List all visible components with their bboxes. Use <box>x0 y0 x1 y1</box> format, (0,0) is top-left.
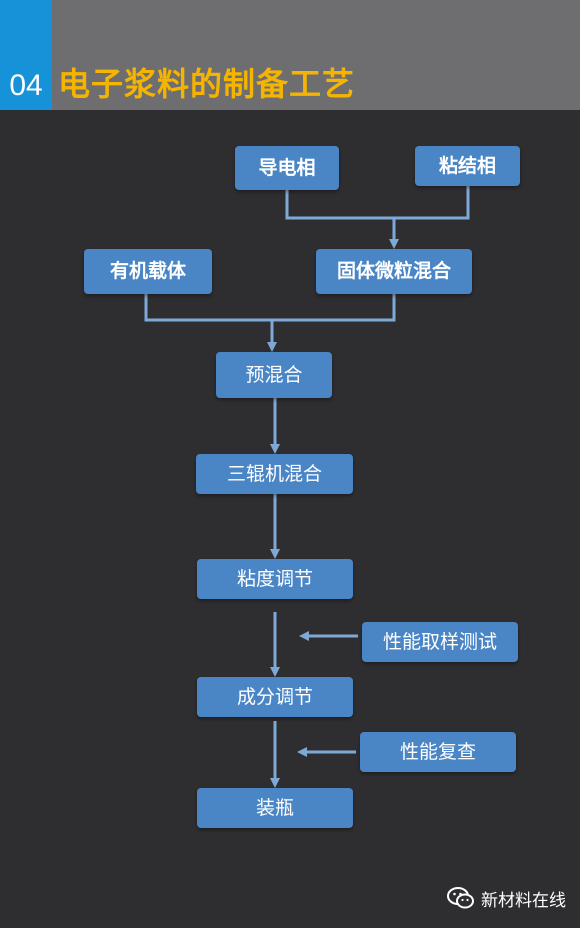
section-number: 04 <box>9 69 43 102</box>
node-performance-sampling: 性能取样测试 <box>362 622 518 662</box>
connector-top-merge <box>285 186 470 220</box>
node-solid-particle-mixing: 固体微粒混合 <box>316 249 472 294</box>
node-organic-carrier: 有机载体 <box>84 249 212 294</box>
node-composition-adjust: 成分调节 <box>197 677 353 717</box>
connector-mid-merge <box>144 294 396 322</box>
wechat-icon <box>447 887 474 909</box>
node-binder-phase: 粘结相 <box>415 146 520 186</box>
node-three-roll-mixing: 三辊机混合 <box>196 454 353 494</box>
footer-brand-text: 新材料在线 <box>481 890 566 911</box>
node-performance-recheck: 性能复查 <box>360 732 516 772</box>
node-pre-mixing: 预混合 <box>216 352 332 398</box>
footer-brand: 新材料在线 <box>447 884 566 912</box>
node-conductive-phase: 导电相 <box>235 146 339 190</box>
page-title: 电子浆料的制备工艺 <box>58 65 356 103</box>
node-bottling: 装瓶 <box>197 788 353 828</box>
node-viscosity-adjust: 粘度调节 <box>197 559 353 599</box>
section-number-box: 04 <box>0 0 52 110</box>
header-banner: 04 电子浆料的制备工艺 <box>0 0 580 110</box>
